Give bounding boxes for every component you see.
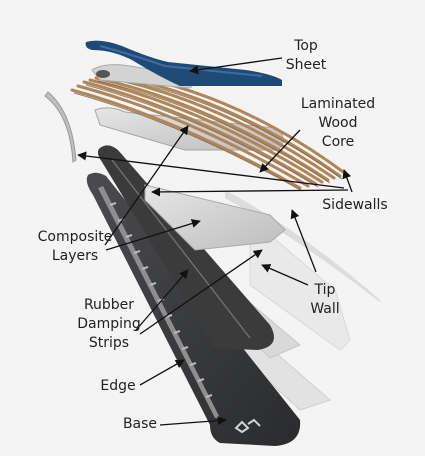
arrow-sidewall-left — [77, 151, 345, 189]
label-composite-line2: Layers — [51, 248, 99, 264]
label-base-text: Base — [122, 416, 158, 432]
steel-edge — [98, 186, 220, 418]
label-rubber-line3: Strips — [88, 335, 130, 351]
ski-top-sheet — [85, 40, 282, 86]
label-top-sheet: Top Sheet — [281, 37, 331, 75]
label-tip-wall-line1: Tip — [314, 282, 336, 298]
arrow-composite-lower — [105, 219, 201, 251]
leader-arrows — [77, 57, 353, 426]
arrow-rubber-upper — [135, 269, 189, 331]
arrow-tip-wall-2 — [261, 264, 309, 286]
label-sidewalls: Sidewalls — [310, 196, 400, 215]
label-rubber-line2: Damping — [77, 316, 141, 332]
label-edge: Edge — [96, 377, 140, 396]
arrow-composite-upper — [104, 125, 189, 246]
label-tip-wall-line2: Wall — [310, 301, 340, 317]
label-top-sheet-line2: Sheet — [285, 57, 327, 73]
arrow-rubber-lower — [139, 249, 263, 335]
arrow-tip-wall-1 — [290, 209, 317, 273]
arrow-core — [259, 129, 301, 173]
label-wood-core-line1: Laminated — [300, 96, 376, 112]
label-rubber-line1: Rubber — [83, 297, 135, 313]
rubber-strip-highlight — [111, 159, 251, 339]
label-top-sheet-line1: Top — [294, 38, 318, 54]
arrow-top-sheet — [189, 57, 283, 75]
tip-wall-layer — [249, 216, 351, 351]
label-wood-core-line3: Core — [321, 134, 355, 150]
label-wood-core: Laminated Wood Core — [288, 95, 388, 152]
tip-hole — [96, 70, 110, 78]
arrow-sidewall-mid — [151, 187, 349, 197]
label-composite-line1: Composite — [37, 229, 113, 245]
sidewall-left-strip — [44, 91, 77, 163]
wood-core-stringers — [70, 70, 348, 190]
arrow-base — [159, 416, 227, 426]
edge-teeth — [109, 202, 213, 398]
label-tip-wall: Tip Wall — [303, 281, 347, 319]
label-composite: Composite Layers — [30, 228, 120, 266]
label-wood-core-line2: Wood — [318, 115, 358, 131]
arrow-sidewall-right — [342, 169, 353, 193]
label-sidewalls-text: Sidewalls — [322, 197, 388, 213]
top-sheet-highlight — [99, 45, 263, 77]
rubber-damping-layer — [97, 145, 275, 350]
label-base: Base — [118, 415, 162, 434]
label-edge-text: Edge — [100, 378, 136, 394]
arrow-edge — [139, 359, 185, 386]
base-logo — [234, 418, 261, 434]
composite-layer-lower — [144, 184, 286, 251]
label-rubber: Rubber Damping Strips — [64, 296, 154, 353]
